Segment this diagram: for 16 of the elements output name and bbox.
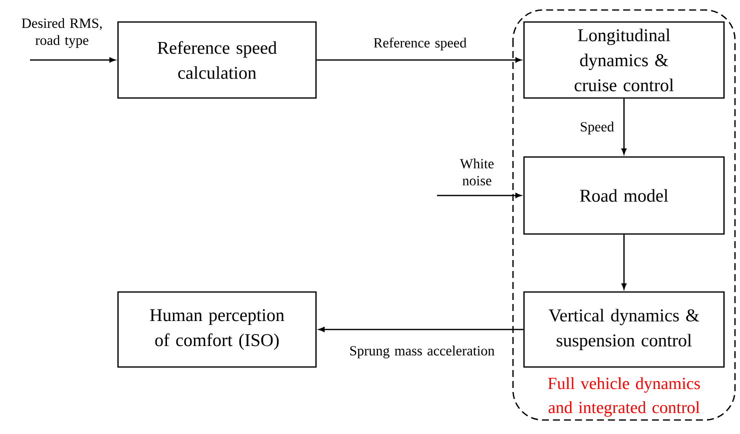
edge-label: Reference speed xyxy=(374,38,466,50)
edge-label: Desired RMS, road type xyxy=(22,18,102,48)
arrow xyxy=(621,234,627,290)
arrow xyxy=(437,192,522,198)
arrow xyxy=(30,57,116,62)
edge-label: White noise xyxy=(460,158,494,186)
process-box: Longitudinal dynamics & cruise control xyxy=(523,21,725,99)
edge-label: Sprung mass acceleration xyxy=(350,346,494,358)
process-box: Reference speed calculation xyxy=(117,21,317,99)
arrow xyxy=(621,98,627,154)
edge-label: Speed xyxy=(580,122,614,134)
process-box: Vertical dynamics & suspension control xyxy=(523,291,725,368)
arrow xyxy=(316,57,522,62)
arrow xyxy=(318,326,524,332)
process-box: Human perception of comfort (ISO) xyxy=(117,291,317,368)
process-box: Road model xyxy=(523,156,725,235)
